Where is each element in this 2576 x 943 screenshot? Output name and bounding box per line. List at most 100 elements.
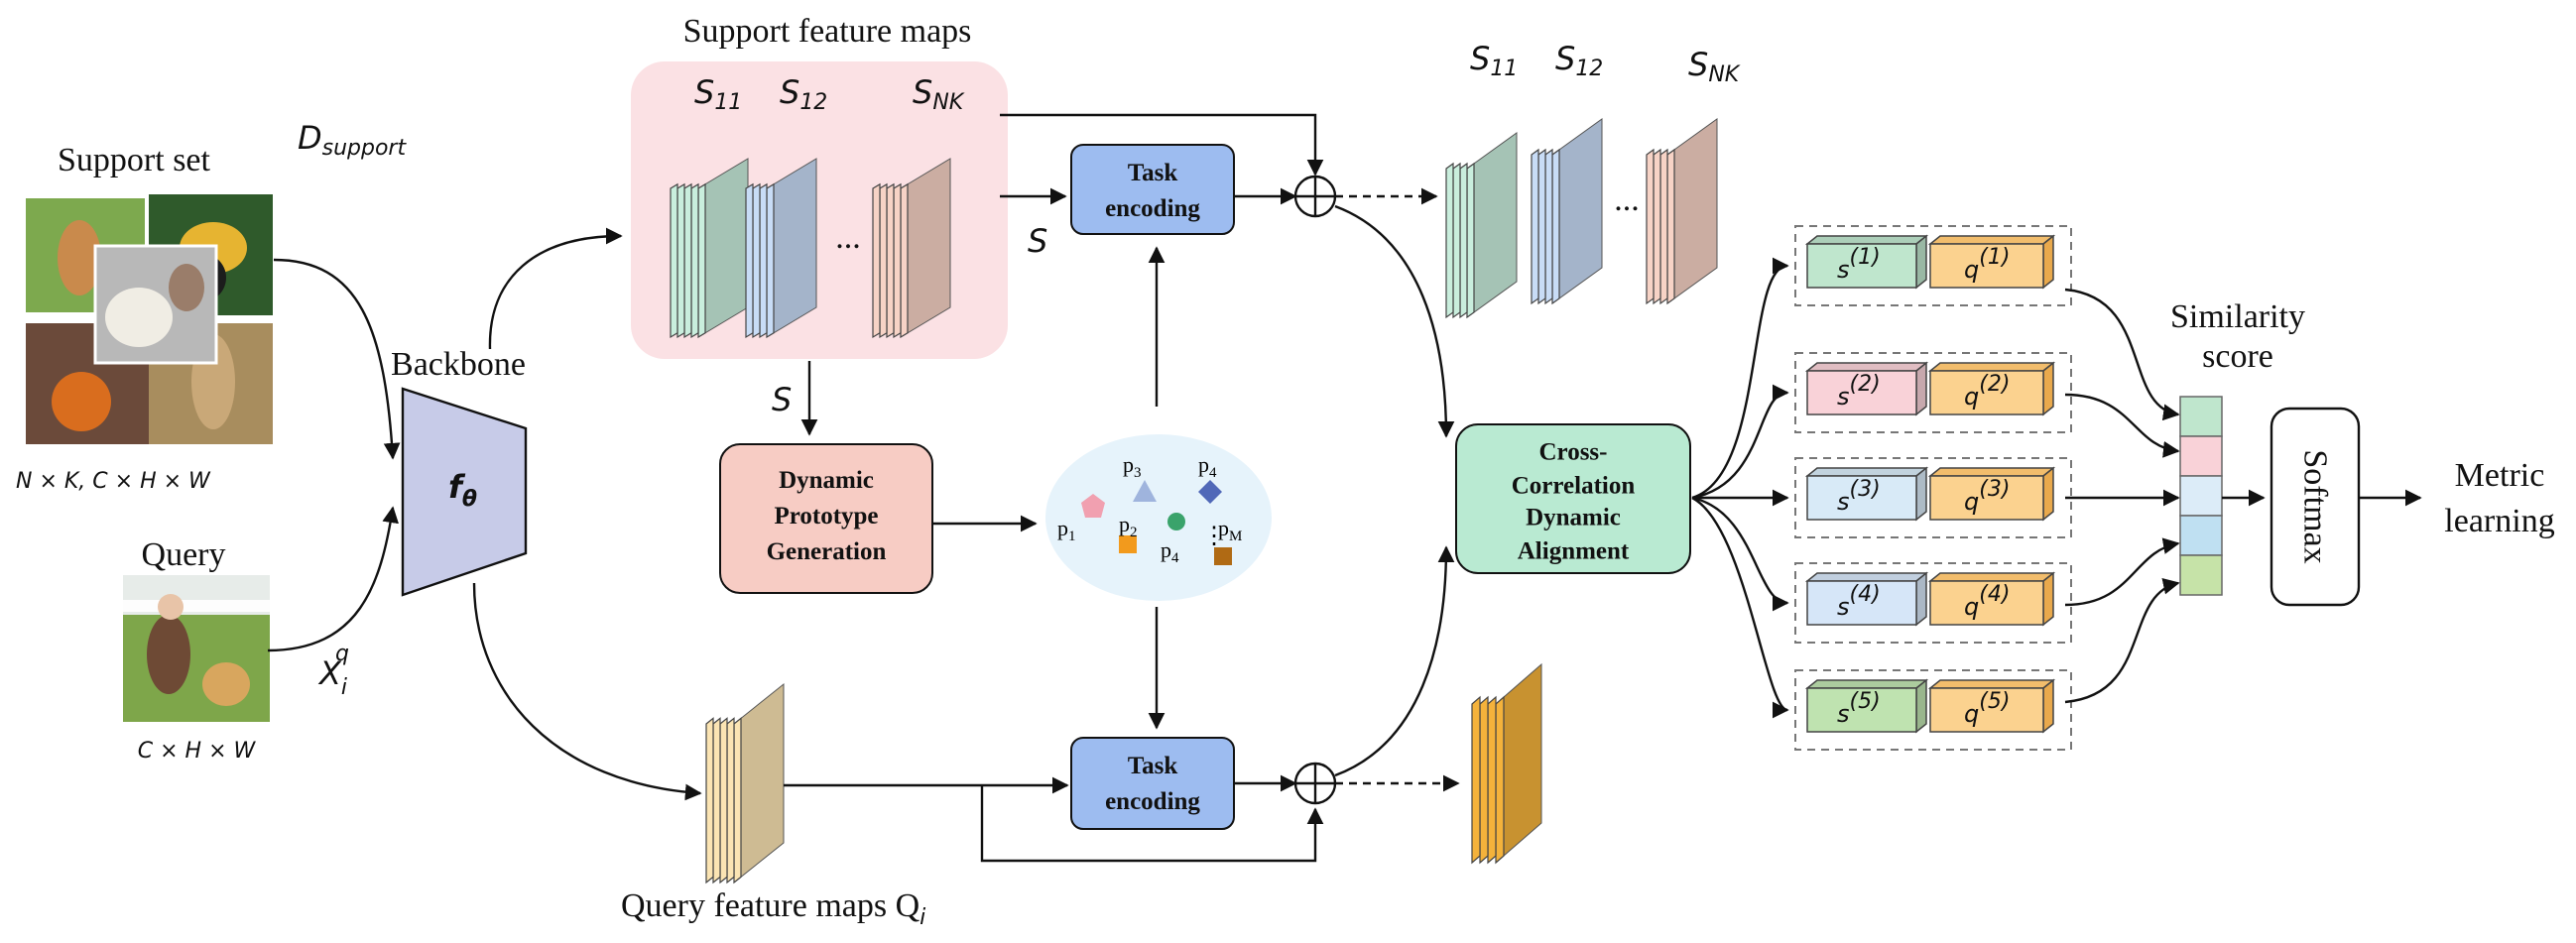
dynamic-prototype-generation bbox=[719, 443, 933, 594]
p4-bottom-label: p4 bbox=[1161, 537, 1179, 566]
pair-q-label: q(3) bbox=[1964, 477, 2010, 516]
s-edge-down: S bbox=[772, 381, 792, 418]
pair-q-box bbox=[1929, 370, 2044, 415]
dpg-line2: Prototype bbox=[774, 503, 878, 530]
similarity-cell-4 bbox=[2179, 515, 2223, 556]
pair-s-box bbox=[1806, 370, 1917, 415]
cross-line1: Cross- bbox=[1539, 439, 1608, 466]
support-to-backbone-arrow bbox=[273, 258, 401, 460]
dpg-line3: Generation bbox=[767, 538, 887, 565]
task-encoding-bottom-line2: encoding bbox=[1105, 788, 1200, 815]
vertical-dots: ⋮ bbox=[1202, 524, 1226, 549]
similarity-line1: Similarity bbox=[2170, 298, 2305, 335]
query-image bbox=[123, 575, 270, 722]
snk-label: SNK bbox=[913, 73, 965, 115]
pair-q-box bbox=[1929, 580, 2044, 626]
pair-2: s(2) q(2) bbox=[1794, 352, 2072, 433]
enc-stack-s12 bbox=[1531, 118, 1603, 305]
pair-q-label: q(5) bbox=[1964, 689, 2010, 728]
oplus-top-icon bbox=[1293, 175, 1337, 218]
task-encoding-top bbox=[1070, 144, 1235, 235]
pair-s-box bbox=[1806, 475, 1917, 521]
task-encoding-bottom-line1: Task bbox=[1128, 753, 1178, 779]
diamond-icon bbox=[1198, 480, 1222, 504]
pair-q-box bbox=[1929, 243, 2044, 289]
panel-dots: ... bbox=[835, 219, 861, 256]
pair-s-label: s(3) bbox=[1837, 477, 1881, 516]
query-feature-maps-label: Query feature maps Qi bbox=[621, 887, 925, 930]
similarity-line2: score bbox=[2202, 338, 2273, 375]
stack-query bbox=[705, 682, 785, 884]
softmax-block bbox=[2269, 407, 2361, 607]
pair-1: s(1)q(1) bbox=[1794, 225, 2072, 306]
similarity-cell-2 bbox=[2179, 435, 2223, 477]
square-brown-icon bbox=[1214, 547, 1232, 565]
pair-s-box bbox=[1806, 687, 1917, 733]
pair-to-similarity-arrows bbox=[2064, 288, 2180, 704]
p2-label: p2 bbox=[1119, 512, 1138, 540]
backbone-to-support-maps-arrow bbox=[488, 227, 623, 350]
backbone-block bbox=[401, 387, 528, 597]
s12-label: S12 bbox=[780, 73, 827, 115]
support-feature-maps-title: Support feature maps bbox=[683, 13, 972, 50]
s-edge-top: S bbox=[1028, 222, 1047, 260]
pair-s-label: s(4) bbox=[1837, 582, 1881, 621]
pair-4: s(4) q(4) bbox=[1794, 562, 2072, 644]
enc-s11-label: S11 bbox=[1470, 40, 1518, 81]
encoded-query-stack bbox=[1471, 662, 1542, 865]
pair-s-box bbox=[1806, 580, 1917, 626]
query-dims-label: C × H × W bbox=[138, 739, 257, 764]
backbone-label: Backbone bbox=[391, 346, 526, 383]
softmax-label: Softmax bbox=[2297, 449, 2334, 563]
x-q-label: Xiq bbox=[317, 642, 349, 700]
similarity-cell-3 bbox=[2179, 475, 2223, 517]
dpg-line1: Dynamic bbox=[779, 467, 874, 494]
pair-5: s(5) q(5) bbox=[1794, 669, 2072, 751]
oplus-bottom-icon bbox=[1293, 762, 1337, 805]
pm-label: pM bbox=[1218, 516, 1242, 544]
pair-q-box bbox=[1929, 475, 2044, 521]
stack-s11 bbox=[670, 158, 749, 339]
support-feature-stacks bbox=[670, 158, 951, 339]
pair-3: s(3) q(3) bbox=[1794, 457, 2072, 538]
pair-s-label: s(2) bbox=[1837, 372, 1881, 411]
query-skip-arrow bbox=[980, 785, 1324, 863]
pair-q-label: q(4) bbox=[1964, 582, 2010, 621]
p1-label: p1 bbox=[1057, 516, 1076, 544]
backbone-to-query-maps-arrow bbox=[472, 582, 702, 801]
stack-s12 bbox=[745, 158, 817, 339]
plus-top-to-cross-arrow bbox=[1334, 204, 1455, 438]
pair-q-box bbox=[1929, 687, 2044, 733]
query-label: Query bbox=[142, 536, 226, 573]
task-encoding-bottom bbox=[1070, 737, 1235, 830]
cross-line4: Alignment bbox=[1518, 538, 1630, 565]
encoded-support-stacks bbox=[1445, 118, 1718, 319]
pair-s-label: s(5) bbox=[1837, 689, 1881, 728]
pair-s-label: s(1) bbox=[1837, 245, 1881, 284]
metric-line1: Metric bbox=[2455, 457, 2545, 494]
cross-correlation-dynamic-alignment bbox=[1455, 423, 1691, 574]
enc-stack-s11 bbox=[1445, 132, 1518, 319]
support-skip-arrow bbox=[1000, 113, 1324, 177]
query-feature-stack bbox=[705, 682, 785, 884]
p3-label: p3 bbox=[1123, 452, 1142, 481]
stack-snk bbox=[872, 158, 951, 339]
p4-top-label: p4 bbox=[1198, 452, 1217, 481]
pair-s-box bbox=[1806, 243, 1917, 289]
enc-snk-label: SNK bbox=[1688, 46, 1741, 87]
enc-s12-label: S12 bbox=[1555, 40, 1603, 81]
task-encoding-top-line2: encoding bbox=[1105, 195, 1200, 222]
plus-bottom-to-cross-arrow bbox=[1334, 545, 1455, 777]
pair-q-label: q(2) bbox=[1964, 372, 2010, 411]
d-support-label: Dsupport bbox=[298, 119, 407, 161]
prototype-space bbox=[1045, 434, 1272, 601]
similarity-cell-1 bbox=[2179, 396, 2223, 437]
pentagon-icon bbox=[1081, 494, 1105, 518]
f-theta-label: fθ bbox=[448, 468, 477, 512]
circle-icon bbox=[1167, 513, 1185, 530]
support-set-label: Support set bbox=[58, 142, 211, 178]
triangle-icon bbox=[1133, 480, 1157, 502]
enc-dots: ... bbox=[1614, 181, 1640, 218]
